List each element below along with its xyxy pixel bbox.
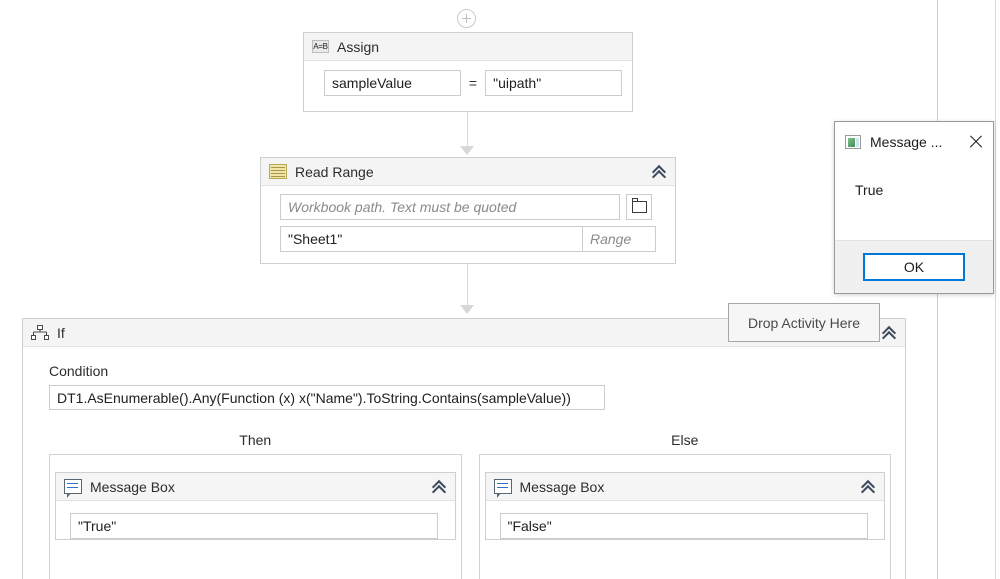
assign-ab-icon: A=B: [312, 40, 329, 53]
activity-read-range[interactable]: Read Range Workbook path. Text must be q…: [260, 157, 676, 264]
excel-sheet-icon: [269, 164, 287, 179]
message-box-dialog[interactable]: Message ... True OK: [834, 121, 994, 294]
if-branch-icon: [31, 324, 49, 341]
else-message-text-input[interactable]: "False": [499, 513, 868, 539]
canvas-right-border: [995, 0, 996, 579]
then-message-box-title: Message Box: [90, 478, 175, 495]
assign-value-field[interactable]: "uipath": [485, 70, 622, 96]
add-activity-button[interactable]: [457, 9, 476, 28]
double-chevron-up-icon[interactable]: [431, 478, 449, 496]
assign-row: sampleValue = "uipath": [324, 70, 622, 96]
ok-button[interactable]: OK: [863, 253, 965, 281]
then-message-text-input[interactable]: "True": [70, 513, 438, 539]
connector-arrow-readrange-if: [460, 305, 474, 314]
else-drop-area[interactable]: Message Box "False": [478, 454, 891, 579]
dialog-footer: OK: [835, 240, 993, 293]
assign-to-field[interactable]: sampleValue: [324, 70, 461, 96]
condition-label: Condition: [49, 363, 109, 379]
message-box-icon: [64, 479, 82, 498]
read-range-title: Read Range: [295, 163, 374, 180]
activity-if[interactable]: If Condition DT1.AsEnumerable().Any(Func…: [22, 318, 906, 579]
then-branch: Then Message Box "True": [49, 432, 462, 579]
assign-equals-sign: =: [468, 75, 478, 91]
dialog-titlebar[interactable]: Message ...: [835, 122, 993, 162]
then-message-box-body: "True": [56, 501, 455, 539]
double-chevron-up-icon[interactable]: [651, 163, 669, 181]
read-range-workbook-row: Workbook path. Text must be quoted: [271, 194, 665, 220]
read-range-header[interactable]: Read Range: [261, 158, 675, 186]
activity-message-box-then[interactable]: Message Box "True": [55, 472, 456, 540]
browse-workbook-button[interactable]: [626, 194, 652, 220]
connector-line-readrange-if: [467, 264, 468, 306]
dialog-title: Message ...: [870, 134, 943, 150]
read-range-body: Workbook path. Text must be quoted "Shee…: [261, 186, 675, 262]
workbook-path-input[interactable]: Workbook path. Text must be quoted: [280, 194, 620, 220]
read-range-sheet-row: "Sheet1" Range: [271, 226, 665, 252]
sheet-name-input[interactable]: "Sheet1": [280, 226, 583, 252]
double-chevron-up-icon[interactable]: [860, 478, 878, 496]
message-box-icon: [493, 479, 512, 498]
else-branch: Else Message Box "False": [478, 432, 891, 579]
assign-body: sampleValue = "uipath": [304, 61, 632, 107]
connector-arrow-assign-readrange: [460, 146, 474, 155]
condition-input[interactable]: DT1.AsEnumerable().Any(Function (x) x("N…: [49, 385, 605, 410]
range-input[interactable]: Range: [582, 226, 656, 252]
folder-icon: [631, 198, 647, 213]
if-body: Condition DT1.AsEnumerable().Any(Functio…: [23, 347, 905, 579]
if-branches: Then Message Box "True": [37, 432, 891, 579]
if-title: If: [57, 324, 65, 341]
dialog-body-text: True: [835, 162, 993, 240]
connector-line-assign-readrange: [467, 112, 468, 148]
then-message-box-header[interactable]: Message Box: [56, 473, 455, 501]
else-message-box-body: "False": [486, 501, 885, 539]
assign-header[interactable]: A=B Assign: [304, 33, 632, 61]
then-label: Then: [239, 432, 272, 448]
else-message-box-title: Message Box: [519, 478, 605, 495]
assign-title: Assign: [337, 38, 380, 55]
app-window-icon: [845, 135, 861, 149]
double-chevron-up-icon[interactable]: [881, 324, 899, 342]
activity-message-box-else[interactable]: Message Box "False": [484, 472, 885, 540]
close-x-icon[interactable]: [967, 133, 985, 151]
drop-activity-tooltip: Drop Activity Here: [728, 303, 880, 342]
else-label: Else: [671, 432, 699, 448]
else-message-box-header[interactable]: Message Box: [485, 473, 884, 501]
activity-assign[interactable]: A=B Assign sampleValue = "uipath": [303, 32, 633, 112]
then-drop-area[interactable]: Message Box "True": [49, 454, 462, 579]
